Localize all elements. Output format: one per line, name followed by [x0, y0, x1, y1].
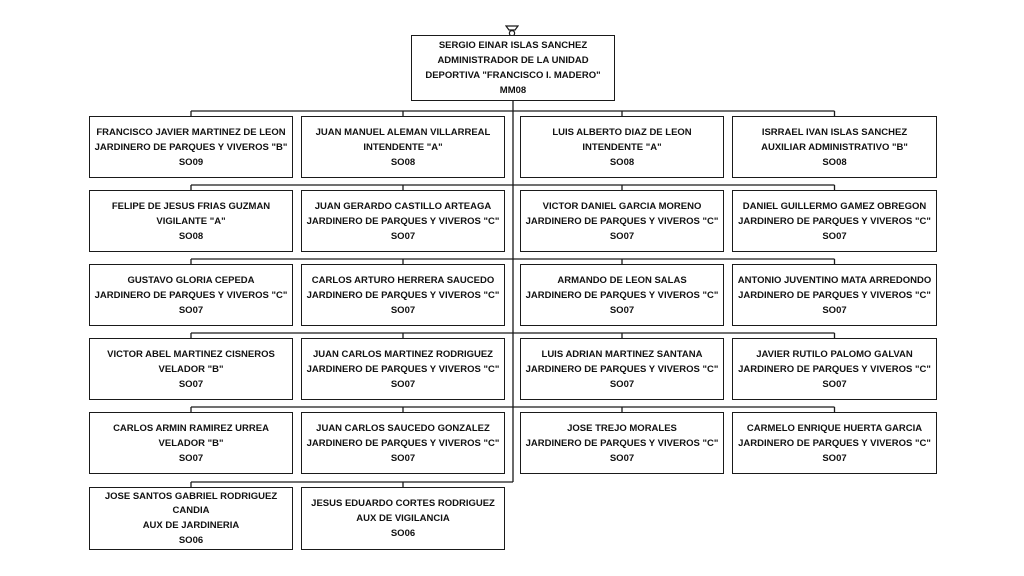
staff-name: JUAN CARLOS MARTINEZ RODRIGUEZ: [313, 348, 493, 360]
staff-code: SO07: [609, 452, 635, 464]
staff-code: SO07: [390, 452, 416, 464]
staff-name: CARMELO ENRIQUE HUERTA GARCIA: [746, 422, 923, 434]
staff-node: DANIEL GUILLERMO GAMEZ OBREGON JARDINERO …: [732, 190, 937, 252]
staff-node: CARLOS ARMIN RAMIREZ URREA VELADOR "B" SO0…: [89, 412, 293, 474]
staff-title: JARDINERO DE PARQUES Y VIVEROS "C": [738, 437, 931, 449]
staff-node: LUIS ALBERTO DIAZ DE LEON INTENDENTE "A" S…: [520, 116, 724, 178]
staff-name: JUAN CARLOS SAUCEDO GONZALEZ: [316, 422, 490, 434]
staff-node: FRANCISCO JAVIER MARTINEZ DE LEON JARDINE…: [89, 116, 293, 178]
staff-code: SO07: [822, 230, 847, 242]
staff-name: JAVIER RUTILO PALOMO GALVAN: [756, 348, 913, 360]
staff-code: SO06: [390, 528, 416, 539]
staff-code: SO07: [390, 378, 416, 390]
staff-title: INTENDENTE "A": [582, 141, 662, 153]
staff-node: CARLOS ARTURO HERRERA SAUCEDO JARDINERO D…: [301, 264, 505, 326]
staff-title: INTENDENTE "A": [363, 141, 443, 153]
staff-title: JARDINERO DE PARQUES Y VIVEROS "B": [94, 141, 288, 153]
staff-code: SO06: [178, 534, 204, 546]
head-name: SERGIO EINAR ISLAS SANCHEZ: [438, 40, 588, 51]
staff-node: JAVIER RUTILO PALOMO GALVAN JARDINERO DE …: [732, 338, 937, 400]
staff-node: VICTOR ABEL MARTINEZ CISNEROS VELADOR "B"…: [89, 338, 293, 400]
staff-name: ISRRAEL IVAN ISLAS SANCHEZ: [761, 126, 908, 138]
staff-code: SO07: [822, 452, 847, 464]
staff-name: FRANCISCO JAVIER MARTINEZ DE LEON: [96, 126, 286, 138]
staff-name: DANIEL GUILLERMO GAMEZ OBREGON: [742, 200, 927, 212]
staff-title: JARDINERO DE PARQUES Y VIVEROS "C": [306, 215, 500, 227]
staff-node: JESUS EDUARDO CORTES RODRIGUEZ AUX DE VIG…: [301, 487, 505, 550]
staff-code: SO07: [178, 378, 204, 390]
staff-node: JOSE SANTOS GABRIEL RODRIGUEZ CANDIA AUX …: [89, 487, 293, 550]
staff-name: JUAN GERARDO CASTILLO ARTEAGA: [314, 200, 492, 212]
head-code: MM08: [499, 85, 527, 96]
staff-name: JUAN MANUEL ALEMAN VILLARREAL: [315, 126, 491, 138]
staff-name: LUIS ADRIAN MARTINEZ SANTANA: [541, 348, 703, 360]
staff-name: JESUS EDUARDO CORTES RODRIGUEZ: [311, 498, 495, 509]
staff-code: SO07: [609, 378, 635, 390]
staff-code: SO08: [178, 230, 204, 242]
staff-code: SO08: [822, 156, 847, 168]
staff-node: JUAN CARLOS SAUCEDO GONZALEZ JARDINERO DE…: [301, 412, 505, 474]
staff-title: VELADOR "B": [158, 363, 224, 375]
staff-title: JARDINERO DE PARQUES Y VIVEROS "C": [306, 363, 500, 375]
staff-title: AUXILIAR ADMINISTRATIVO "B": [761, 141, 908, 153]
staff-code: SO07: [390, 230, 416, 242]
staff-node: VICTOR DANIEL GARCIA MORENO JARDINERO DE …: [520, 190, 724, 252]
staff-title: AUX DE JARDINERIA: [142, 519, 240, 531]
staff-title: VELADOR "B": [158, 437, 224, 449]
staff-node: FELIPE DE JESUS FRIAS GUZMAN VIGILANTE "A…: [89, 190, 293, 252]
staff-node: JUAN MANUEL ALEMAN VILLARREAL INTENDENTE …: [301, 116, 505, 178]
staff-title: JARDINERO DE PARQUES Y VIVEROS "C": [306, 289, 500, 301]
staff-node: ANTONIO JUVENTINO MATA ARREDONDO JARDINER…: [732, 264, 937, 326]
staff-name: CARLOS ARMIN RAMIREZ URREA: [113, 422, 269, 434]
staff-node: JUAN CARLOS MARTINEZ RODRIGUEZ JARDINERO …: [301, 338, 505, 400]
staff-title: JARDINERO DE PARQUES Y VIVEROS "C": [94, 289, 288, 301]
staff-title: JARDINERO DE PARQUES Y VIVEROS "C": [525, 437, 719, 449]
staff-name: VICTOR ABEL MARTINEZ CISNEROS: [107, 348, 275, 360]
staff-name: JOSE TREJO MORALES: [567, 422, 677, 434]
staff-name: ARMANDO DE LEON SALAS: [557, 274, 687, 286]
staff-name: ANTONIO JUVENTINO MATA ARREDONDO: [737, 274, 932, 286]
staff-code: SO07: [609, 304, 635, 316]
staff-title: JARDINERO DE PARQUES Y VIVEROS "C": [306, 437, 500, 449]
staff-name: JOSE SANTOS GABRIEL RODRIGUEZ CANDIA: [104, 490, 278, 516]
staff-node: JUAN GERARDO CASTILLO ARTEAGA JARDINERO D…: [301, 190, 505, 252]
staff-title: JARDINERO DE PARQUES Y VIVEROS "C": [738, 289, 931, 301]
staff-code: SO07: [822, 304, 847, 316]
staff-title: JARDINERO DE PARQUES Y VIVEROS "C": [525, 289, 719, 301]
staff-code: SO07: [390, 304, 416, 316]
staff-title: VIGILANTE "A": [156, 215, 226, 227]
staff-title: AUX DE VIGILANCIA: [356, 513, 450, 524]
head-title-line1: ADMINISTRADOR DE LA UNIDAD: [437, 55, 589, 66]
staff-name: FELIPE DE JESUS FRIAS GUZMAN: [111, 200, 271, 212]
staff-name: GUSTAVO GLORIA CEPEDA: [127, 274, 255, 286]
staff-title: JARDINERO DE PARQUES Y VIVEROS "C": [525, 363, 719, 375]
staff-code: SO09: [178, 156, 204, 168]
staff-name: LUIS ALBERTO DIAZ DE LEON: [552, 126, 692, 138]
staff-node: ISRRAEL IVAN ISLAS SANCHEZ AUXILIAR ADMIN…: [732, 116, 937, 178]
head-node: SERGIO EINAR ISLAS SANCHEZ ADMINISTRADOR…: [411, 35, 615, 101]
staff-name: CARLOS ARTURO HERRERA SAUCEDO: [311, 274, 495, 286]
staff-code: SO07: [178, 304, 204, 316]
head-title-line2: DEPORTIVA "FRANCISCO I. MADERO": [425, 70, 601, 81]
staff-code: SO07: [609, 230, 635, 242]
staff-node: CARMELO ENRIQUE HUERTA GARCIA JARDINERO D…: [732, 412, 937, 474]
staff-node: ARMANDO DE LEON SALAS JARDINERO DE PARQUE…: [520, 264, 724, 326]
staff-node: JOSE TREJO MORALES JARDINERO DE PARQUES Y…: [520, 412, 724, 474]
staff-code: SO07: [822, 378, 847, 390]
staff-title: JARDINERO DE PARQUES Y VIVEROS "C": [738, 215, 931, 227]
staff-node: LUIS ADRIAN MARTINEZ SANTANA JARDINERO DE…: [520, 338, 724, 400]
staff-title: JARDINERO DE PARQUES Y VIVEROS "C": [525, 215, 719, 227]
staff-node: GUSTAVO GLORIA CEPEDA JARDINERO DE PARQUE…: [89, 264, 293, 326]
staff-title: JARDINERO DE PARQUES Y VIVEROS "C": [738, 363, 931, 375]
staff-code: SO08: [390, 156, 416, 168]
staff-name: VICTOR DANIEL GARCIA MORENO: [542, 200, 702, 212]
staff-code: SO07: [178, 452, 204, 464]
staff-code: SO08: [609, 156, 635, 168]
